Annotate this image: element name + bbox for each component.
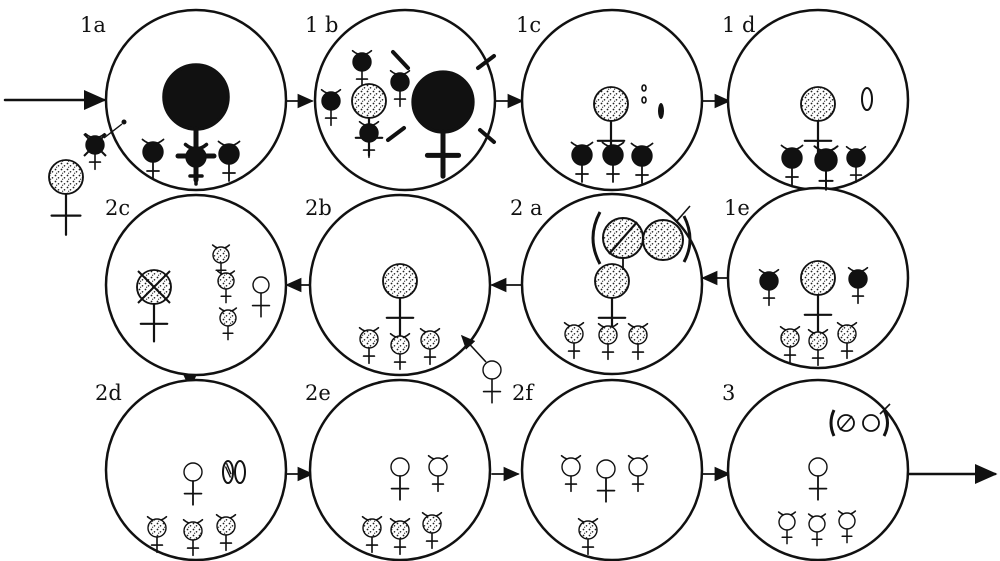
label-1b: 1 b — [305, 13, 338, 37]
pupa-icon — [235, 461, 245, 483]
label-2c: 2c — [105, 196, 130, 220]
label-1d: 1 d — [722, 13, 755, 37]
label-2e: 2e — [305, 381, 331, 405]
label-1e: 1e — [724, 196, 750, 220]
female-symbol — [483, 361, 501, 403]
larva-icon — [658, 103, 664, 119]
pupa-icon — [862, 88, 872, 110]
female-symbol — [49, 160, 83, 235]
label-1c: 1c — [516, 13, 541, 37]
entry-pointer — [462, 336, 486, 362]
pupa-icon — [223, 461, 233, 483]
label-2d: 2d — [95, 381, 122, 405]
egg-icon — [642, 97, 646, 103]
label-2a: 2 a — [510, 196, 543, 220]
label-2f: 2f — [512, 381, 535, 405]
label-2b: 2b — [305, 196, 332, 220]
label-1a: 1a — [80, 13, 106, 37]
label-3: 3 — [722, 381, 735, 405]
egg-icon — [642, 85, 646, 91]
